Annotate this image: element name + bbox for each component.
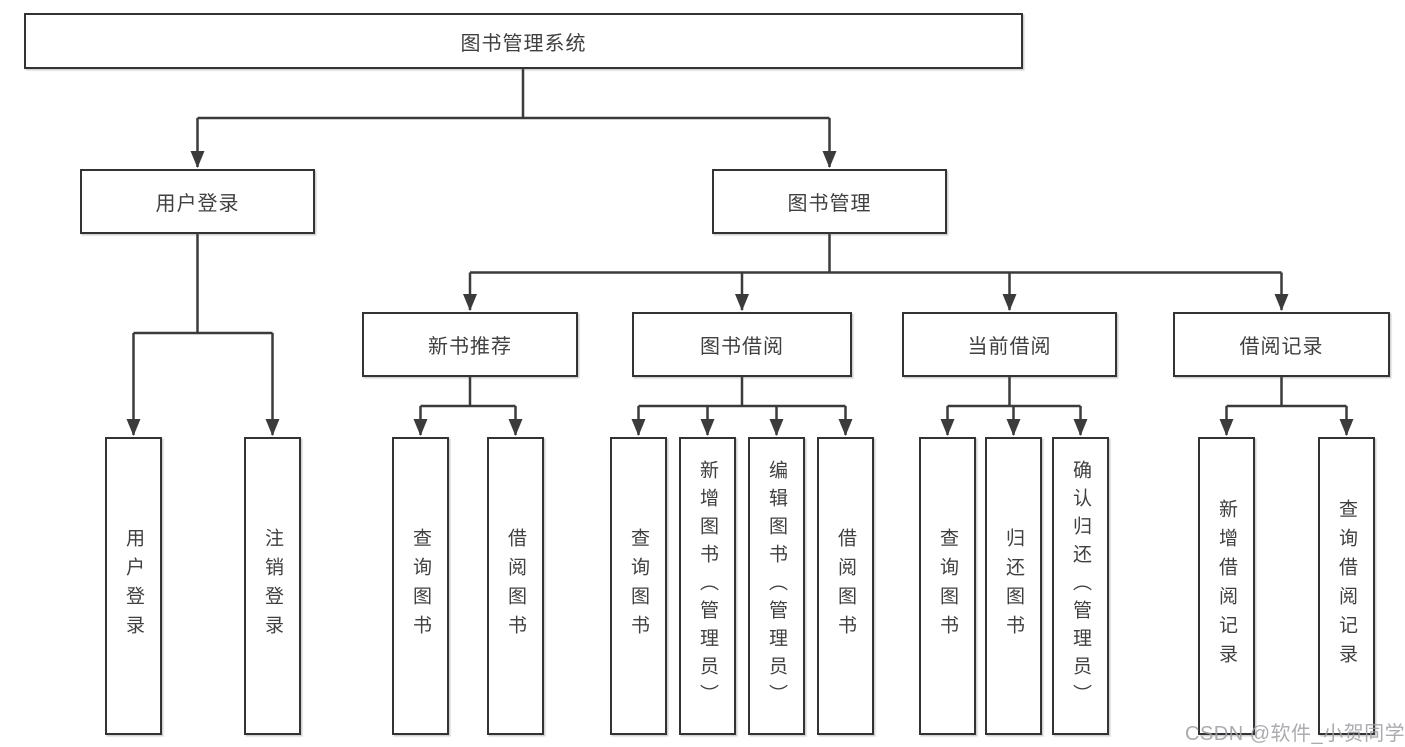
leaf-confirm-return-admin: 确认归还（管理员） xyxy=(1052,437,1109,735)
leaf-query-book-recommend: 查询图书 xyxy=(392,437,449,735)
leaf-query-borrow-record: 查询借阅记录 xyxy=(1318,437,1375,735)
node-book-management: 图书管理 xyxy=(712,169,947,234)
leaf-query-book-borrowing: 查询图书 xyxy=(610,437,667,735)
leaf-borrow-book-recommend: 借阅图书 xyxy=(487,437,544,735)
leaf-add-book-admin-label: 新增图书（管理员） xyxy=(697,460,718,712)
leaf-add-book-admin: 新增图书（管理员） xyxy=(679,437,736,735)
leaf-edit-book-admin: 编辑图书（管理员） xyxy=(748,437,805,735)
node-new-book-recommend: 新书推荐 xyxy=(362,312,578,377)
node-book-borrowing: 图书借阅 xyxy=(632,312,852,377)
leaf-add-borrow-record: 新增借阅记录 xyxy=(1198,437,1255,735)
leaf-query-book-current-label: 查询图书 xyxy=(937,528,958,644)
leaf-borrow-book-label: 借阅图书 xyxy=(835,528,856,644)
csdn-watermark: CSDN @软件_小贺同学 xyxy=(1185,723,1405,745)
leaf-borrow-book: 借阅图书 xyxy=(817,437,874,735)
leaf-user-login-label: 用户登录 xyxy=(123,528,144,644)
leaf-confirm-return-admin-label: 确认归还（管理员） xyxy=(1070,460,1091,712)
leaf-query-book-current: 查询图书 xyxy=(919,437,976,735)
leaf-add-borrow-record-label: 新增借阅记录 xyxy=(1216,499,1237,673)
leaf-return-book-label: 归还图书 xyxy=(1003,528,1024,644)
leaf-logout: 注销登录 xyxy=(244,437,301,735)
leaf-query-borrow-record-label: 查询借阅记录 xyxy=(1336,499,1357,673)
leaf-logout-label: 注销登录 xyxy=(262,528,283,644)
leaf-query-book-borrowing-label: 查询图书 xyxy=(628,528,649,644)
leaf-return-book: 归还图书 xyxy=(985,437,1042,735)
node-borrowing-records: 借阅记录 xyxy=(1173,312,1390,377)
leaf-borrow-book-recommend-label: 借阅图书 xyxy=(505,528,526,644)
leaf-user-login: 用户登录 xyxy=(105,437,162,735)
node-root-library-system: 图书管理系统 xyxy=(24,13,1023,69)
node-current-borrowing: 当前借阅 xyxy=(902,312,1117,377)
leaf-query-book-recommend-label: 查询图书 xyxy=(410,528,431,644)
leaf-edit-book-admin-label: 编辑图书（管理员） xyxy=(766,460,787,712)
node-user-login: 用户登录 xyxy=(80,169,315,234)
